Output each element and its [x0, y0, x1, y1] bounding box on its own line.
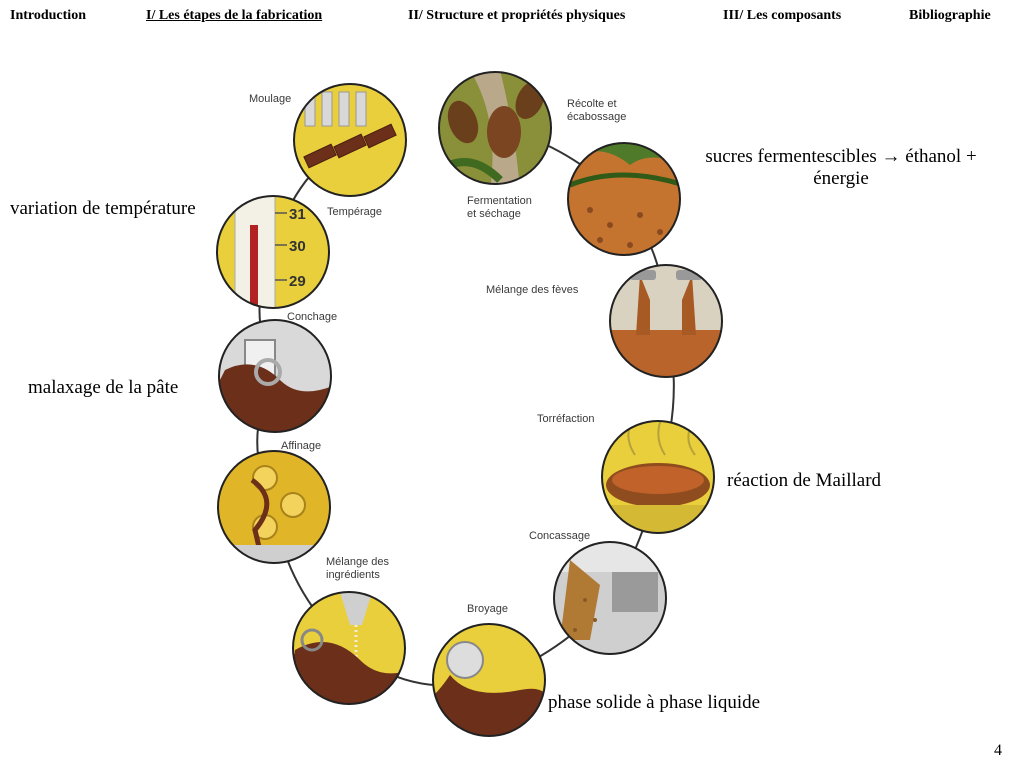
thermometer-tick-29: 29: [289, 273, 306, 290]
stage-affinage-image: [217, 450, 331, 564]
stage-label-affinage: Affinage: [281, 440, 322, 452]
annotation-torrefaction: réaction de Maillard: [727, 470, 882, 491]
stage-recolte-image: [438, 71, 552, 185]
stage-label-recolte: Récolte et écabossage: [567, 98, 627, 123]
stage-label-moulage: Moulage: [249, 93, 292, 105]
nav-bibliographie[interactable]: Bibliographie: [909, 8, 991, 23]
stage-melange-ingredients-image: [292, 591, 406, 705]
stage-label-melange-ingredients: Mélange des ingrédients: [326, 556, 389, 581]
stage-label-broyage: Broyage: [467, 603, 508, 615]
thermometer-tick-30: 30: [289, 238, 306, 255]
stage-melange-feves-image: [609, 264, 723, 378]
annotation-conchage: malaxage de la pâte: [28, 377, 179, 398]
stage-label-conchage: Conchage: [287, 311, 338, 323]
annotation-fermentation: sucres fermentescibles → éthanol + énerg…: [705, 146, 977, 189]
stage-label-concassage: Concassage: [529, 530, 591, 542]
stage-concassage-image: [553, 541, 667, 655]
stage-conchage-image: [218, 319, 332, 433]
annotation-temperage: variation de température: [10, 198, 196, 219]
annotation-broyage: phase solide à phase liquide: [548, 692, 761, 713]
stage-torrefaction-image: [601, 420, 715, 534]
stage-broyage-image: [432, 623, 546, 737]
page-number: 4: [994, 742, 1002, 759]
stage-label-torrefaction: Torréfaction: [537, 413, 595, 425]
nav-composants[interactable]: III/ Les composants: [723, 8, 842, 23]
stage-label-fermentation: Fermentation et séchage: [467, 195, 532, 220]
stage-temperage-image: 31 30 29: [216, 195, 330, 309]
stage-moulage-image: [293, 83, 407, 197]
nav-introduction[interactable]: Introduction: [10, 8, 86, 23]
stage-label-temperage: Tempérage: [327, 206, 383, 218]
nav-fabrication[interactable]: I/ Les étapes de la fabrication: [146, 8, 323, 23]
nav-structure[interactable]: II/ Structure et propriétés physiques: [408, 8, 626, 23]
thermometer-tick-31: 31: [289, 206, 306, 223]
stage-label-melange-feves: Mélange des fèves: [486, 284, 579, 296]
stage-fermentation-image: [567, 142, 681, 256]
